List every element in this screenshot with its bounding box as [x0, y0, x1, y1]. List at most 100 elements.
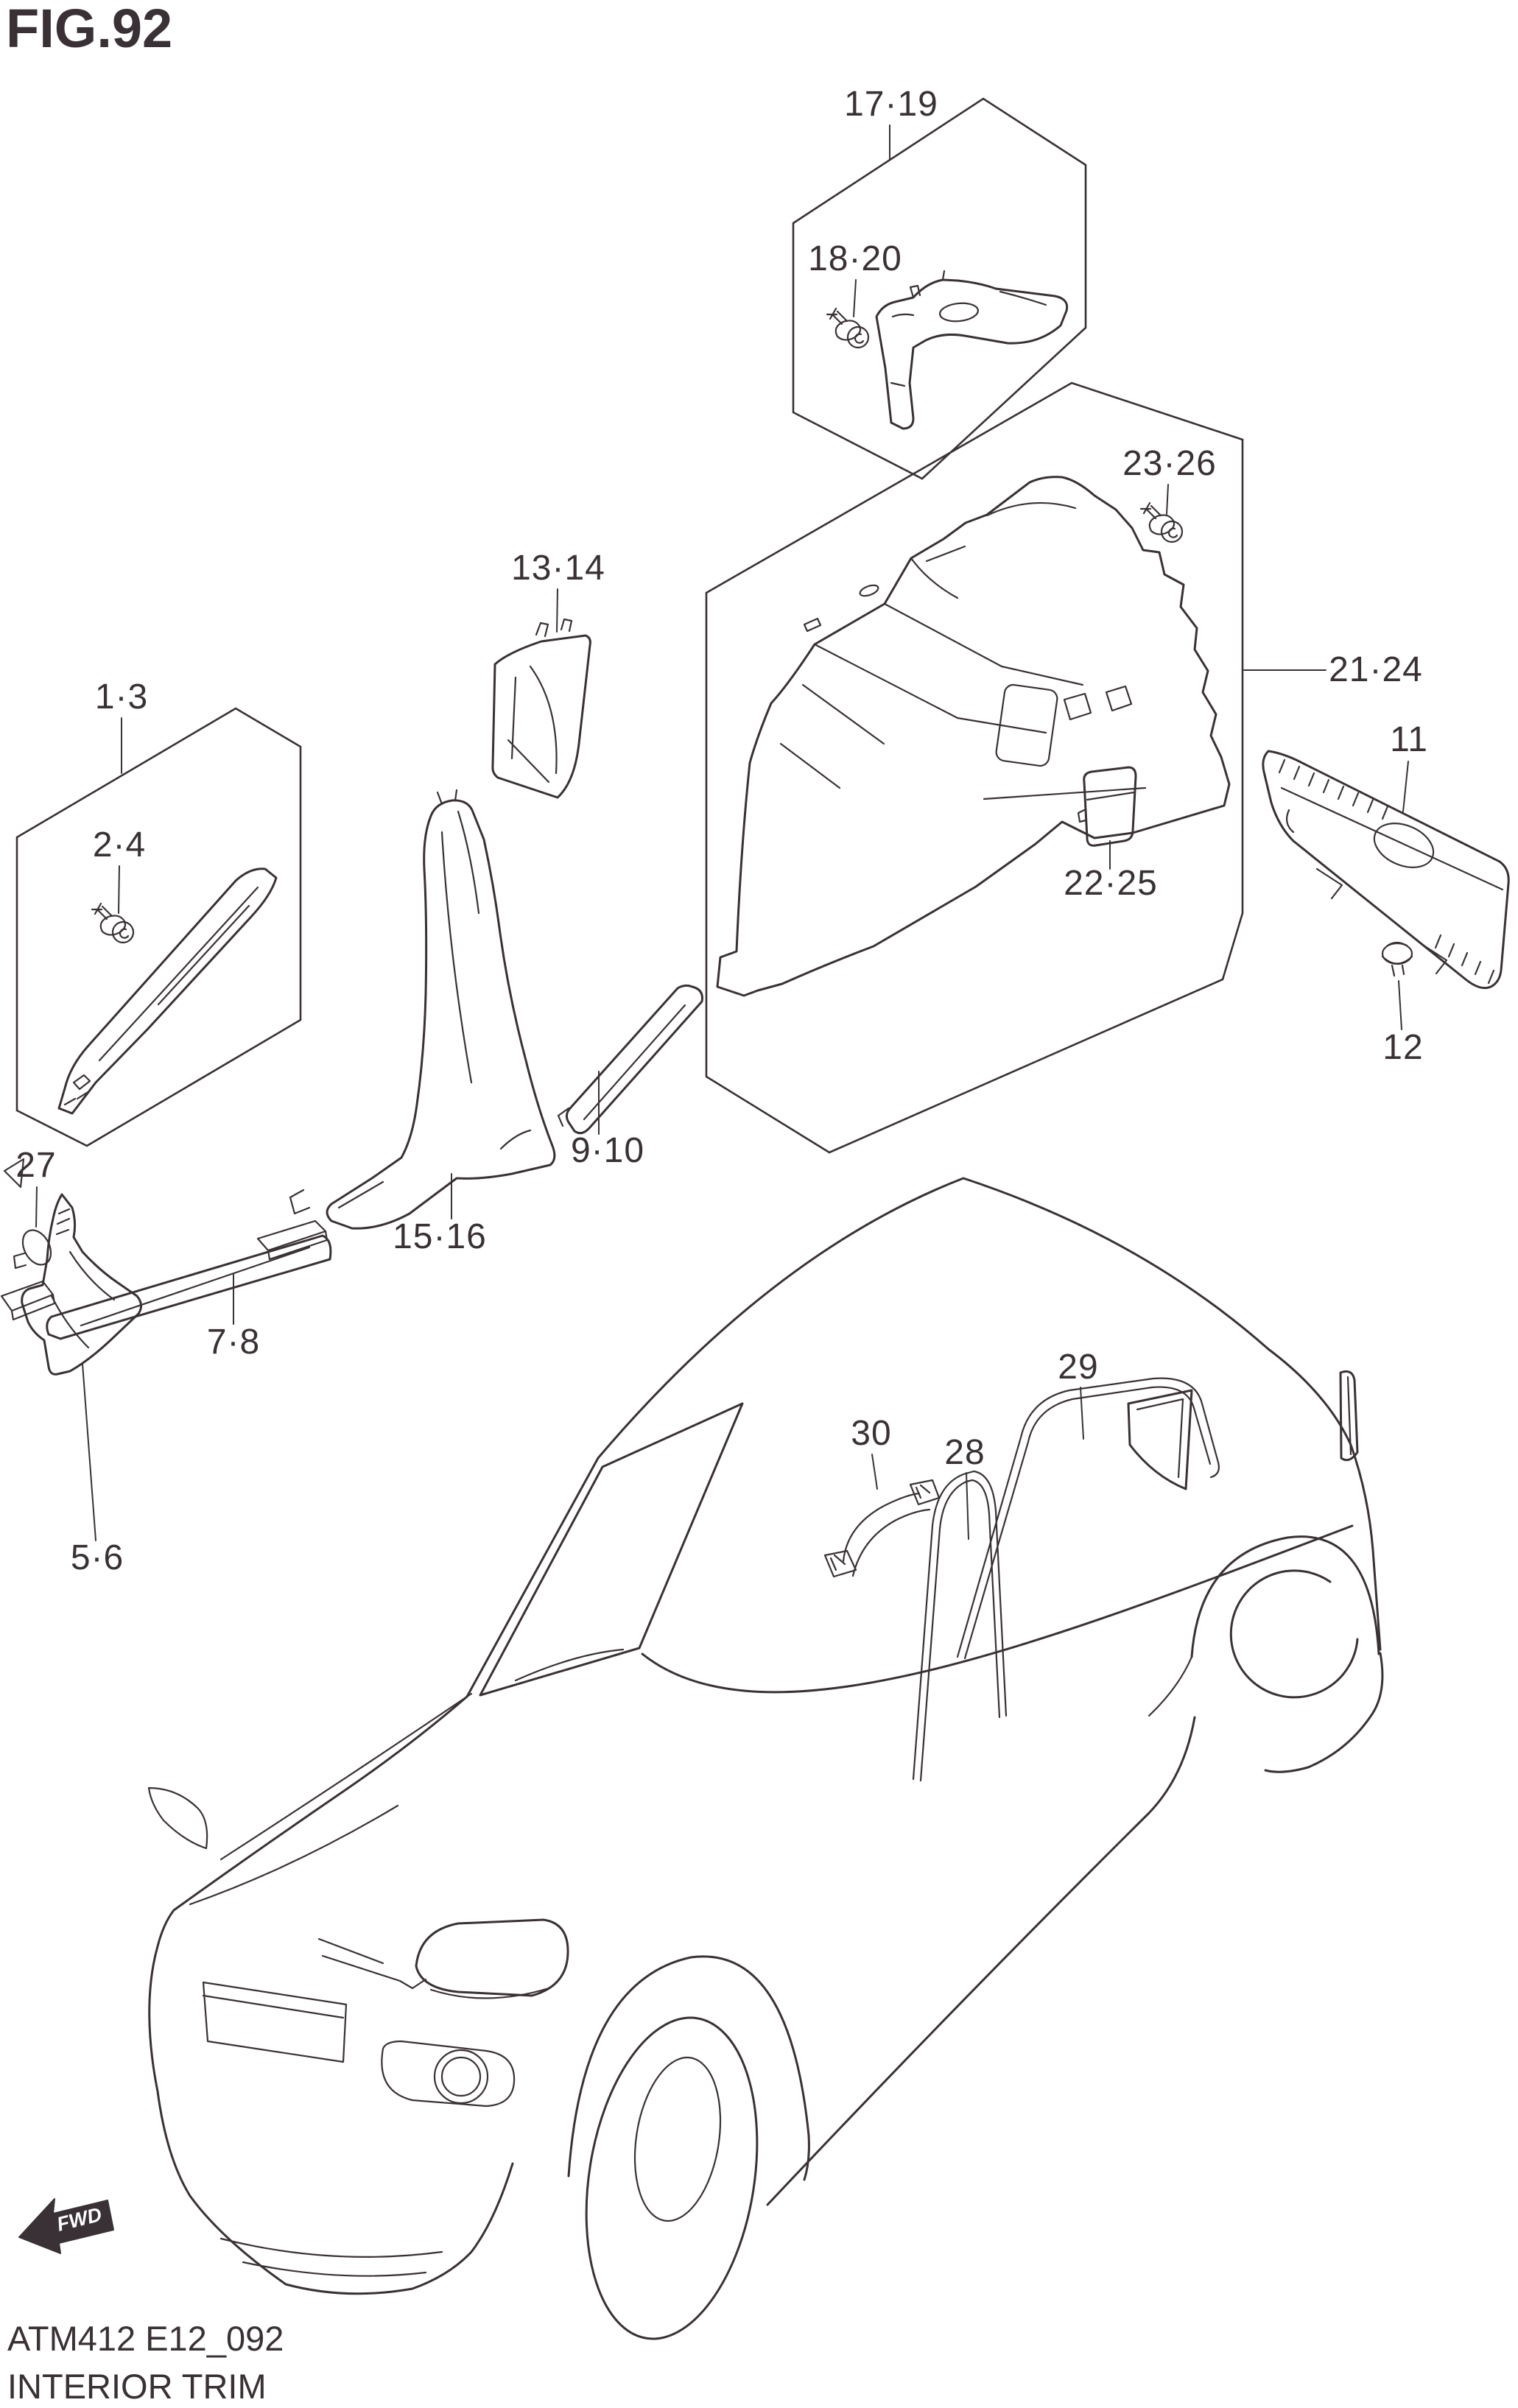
callout-28: 28 — [944, 1433, 985, 1472]
car-tail-lamp-inner — [1346, 1376, 1352, 1456]
part-sill-end-piece — [0, 1280, 56, 1321]
part-front-pillar-trim — [57, 867, 278, 1115]
car-silhouette — [148, 1177, 1382, 2093]
car-quarter-window-inner — [1136, 1398, 1184, 1479]
group-front-scuff — [0, 1219, 332, 1340]
group-box-1-3 — [15, 707, 302, 1147]
box-outline-21-24 — [705, 381, 1244, 1154]
leader-lines — [35, 124, 1409, 1541]
callout-11: 11 — [1390, 720, 1428, 759]
leader-5-6 — [82, 1363, 96, 1541]
leader-18-20 — [853, 279, 857, 317]
callout-labels: 17·19 18·20 23·26 13·14 1·3 2·4 21·24 11… — [15, 85, 1428, 1577]
callout-12: 12 — [1382, 1028, 1423, 1067]
part-back-sill-plate-details — [1280, 786, 1504, 975]
part-front-door-opening-trim — [912, 1470, 1008, 1782]
clip-2-4 — [91, 902, 135, 944]
car-tail-lamp — [1339, 1370, 1359, 1462]
fwd-arrow: FWD — [18, 2198, 114, 2254]
trim-hole — [939, 302, 979, 323]
car-front-rim — [633, 2056, 722, 2222]
group-kick-panel — [3, 1158, 142, 1376]
group-back-sill-plate — [1262, 750, 1510, 990]
callout-7-8: 7·8 — [207, 1323, 260, 1362]
leader-29 — [1080, 1387, 1084, 1440]
callout-13-14: 13·14 — [511, 549, 605, 588]
callout-30: 30 — [851, 1414, 891, 1453]
part-center-pillar-lower-details — [289, 789, 532, 1215]
fwd-arrow-shape — [18, 2198, 114, 2254]
callout-23-26: 23·26 — [1122, 444, 1217, 483]
callout-15-16: 15·16 — [393, 1217, 487, 1256]
callout-22-25: 22·25 — [1064, 864, 1158, 903]
car-fog-lamp-inner — [440, 2056, 482, 2097]
callout-2-4: 2·4 — [93, 825, 146, 865]
leader-12 — [1398, 980, 1402, 1030]
car-rear-lower-line — [1148, 1655, 1193, 1717]
clip-23-26 — [1139, 501, 1184, 543]
car-lower-intake — [202, 1981, 348, 2063]
part-rear-sill-scuff — [565, 984, 703, 1135]
leader-28 — [966, 1472, 969, 1540]
callout-18-20: 18·20 — [808, 239, 902, 278]
part-rear-door-opening-trim — [956, 1377, 1220, 1660]
part-quarter-lid-details — [1077, 791, 1136, 823]
figure-title: FIG.92 — [6, 0, 172, 59]
car-bumper-lip — [219, 2237, 443, 2277]
callout-29: 29 — [1058, 1348, 1098, 1387]
leader-13-14 — [556, 588, 558, 633]
box-outline-17-19 — [792, 97, 1087, 480]
callout-17-19: 17·19 — [844, 85, 938, 124]
part-center-pillar-upper-trim — [491, 634, 591, 799]
car-rear-tire — [1229, 1569, 1359, 1699]
car-rear-bumper — [1264, 1652, 1384, 1773]
quarter-pocket — [995, 683, 1058, 767]
group-box-21-24 — [705, 381, 1244, 1154]
group-vehicle — [147, 1177, 1384, 2340]
leader-30 — [871, 1454, 878, 1490]
part-assist-grip — [823, 1479, 941, 1578]
car-headlight — [415, 1918, 569, 1997]
car-grille — [317, 1937, 427, 1990]
group-center-pillar-lower — [289, 789, 556, 1230]
callout-27: 27 — [15, 1146, 56, 1185]
box-outline-1-3 — [15, 707, 302, 1147]
car-rocker-line — [766, 1716, 1196, 2206]
group-center-pillar-upper — [491, 618, 591, 799]
car-headlight-left — [147, 1786, 208, 1850]
part-quarter-lid — [1083, 766, 1137, 847]
car-headlight-inner — [429, 1987, 550, 1999]
car-cowl-line — [189, 1648, 625, 1906]
footer-drawing-title: INTERIOR TRIM — [7, 2367, 267, 2406]
part-front-pillar-trim-details — [63, 886, 259, 1106]
fastener-27 — [21, 1229, 52, 1266]
fastener-27-stem — [13, 1252, 27, 1270]
grommet-12 — [1381, 941, 1413, 977]
part-rear-pillar-trim-details — [890, 270, 1047, 387]
footer-drawing-code: ATM412 E12_092 — [7, 2319, 284, 2358]
part-back-door-sill-plate — [1262, 750, 1510, 990]
quarter-slot — [859, 584, 879, 597]
sill-hatch-top — [1278, 758, 1389, 820]
group-box-17-19 — [792, 97, 1087, 480]
car-quarter-window — [1127, 1389, 1193, 1490]
sill-hatch-bottom — [1434, 934, 1495, 985]
sill-plate-hole — [1373, 823, 1435, 868]
clip-18-20 — [826, 307, 870, 349]
part-quarter-trim-panel — [716, 476, 1231, 997]
part-rear-sill-scuff-details — [557, 1004, 686, 1127]
part-cowl-kick-panel — [21, 1193, 142, 1376]
car-fog-surround — [381, 2040, 516, 2108]
leader-23-26 — [1166, 484, 1169, 515]
leader-11 — [1402, 761, 1409, 812]
leader-27 — [35, 1186, 38, 1228]
part-quarter-trim-details — [779, 501, 1147, 800]
car-front-wheel-arch — [567, 1955, 810, 2181]
callout-21-24: 21·24 — [1329, 650, 1423, 689]
group-rear-scuff — [557, 984, 703, 1135]
part-center-pillar-lower-trim — [326, 799, 556, 1230]
part-cowl-kick-panel-details — [3, 1158, 116, 1349]
part-center-pillar-upper-details — [507, 618, 573, 784]
car-front-tire — [585, 2016, 759, 2340]
